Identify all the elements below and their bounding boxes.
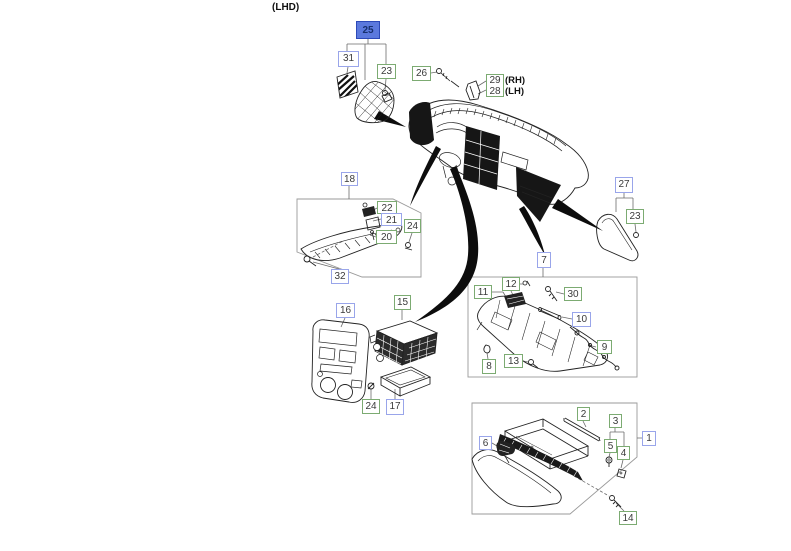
callout-27[interactable]: 27 [615,177,633,193]
callout-30[interactable]: 30 [564,287,582,301]
part-10-pin [538,307,562,320]
callout-23a[interactable]: 23 [377,64,396,79]
part-14-screw [609,495,622,508]
part-16-fascia [311,319,370,403]
callout-23b[interactable]: 23 [626,209,644,224]
callout-3[interactable]: 3 [609,414,622,428]
arrow-to-group-18 [410,146,441,206]
arrow-to-part-27 [552,199,603,231]
part-27-side-panel [596,213,639,262]
arrow-to-dash-left [374,111,406,127]
callout-26[interactable]: 26 [412,66,431,81]
group-18-outline [296,198,422,278]
part-29-28-bracket [465,80,481,101]
defroster-hatch [433,107,557,145]
part-13-screw [528,359,539,369]
callout-10[interactable]: 10 [572,312,591,327]
callout-28[interactable]: 28 [489,86,501,97]
callout-15[interactable]: 15 [394,295,411,310]
part-24a-clip [404,242,413,251]
part-22-21-20-brackets [362,202,381,241]
callout-25[interactable]: 25 [356,21,380,39]
callout-7[interactable]: 7 [537,252,551,268]
callout-17[interactable]: 17 [386,399,404,415]
part-12-clip [522,280,531,287]
center-stack-shaded [463,126,500,190]
callout-1[interactable]: 1 [642,431,656,446]
part-5-bumper [605,456,613,467]
part-25-garnish [354,81,395,124]
part-15-audio-unit [369,320,439,366]
group-7-outline [467,276,638,378]
part-9-harness [569,326,620,371]
part-23b-clip [633,232,639,238]
callout-11[interactable]: 11 [474,285,492,299]
dash-left-end-shaded [409,102,434,146]
callout-24b[interactable]: 24 [362,399,380,414]
callout-28-suffix: (LH) [505,86,524,97]
callout-4[interactable]: 4 [617,446,630,460]
callout-29[interactable]: 29 [489,75,501,86]
callout-13[interactable]: 13 [504,354,523,368]
center-stack-grid [463,130,500,185]
part-7-lower-panel [476,295,608,372]
part-4-clip [616,468,627,479]
part-30-screw [545,286,558,302]
part-17-tray [379,366,432,397]
leader-lines [312,39,642,512]
part-31-grille [336,70,359,99]
callout-24a[interactable]: 24 [404,219,421,233]
callout-9[interactable]: 9 [597,340,612,354]
dash-right-shaded [516,167,561,222]
callout-20[interactable]: 20 [376,230,397,244]
part-1-cover-band [498,434,583,481]
arrow-to-group-7 [519,206,545,255]
part-2-rod [563,417,601,442]
callout-22[interactable]: 22 [377,201,397,214]
callout-12[interactable]: 12 [502,277,520,291]
page-title: (LHD) [272,2,300,13]
callout-31[interactable]: 31 [338,51,359,67]
callout-16[interactable]: 16 [336,303,355,318]
callout-32[interactable]: 32 [331,269,349,284]
part-8-hook [483,344,491,354]
part-32-screw [303,255,317,267]
callout-2[interactable]: 2 [577,407,590,421]
part-23a-clip [381,90,393,103]
callout-21[interactable]: 21 [381,213,402,226]
arrow-to-part-15 [415,166,479,322]
callout-5[interactable]: 5 [604,439,617,453]
callout-18[interactable]: 18 [341,172,358,186]
part-24b-clip [367,382,375,390]
part-glovebox-door [471,449,562,508]
callout-29-28[interactable]: 29 28 [486,74,504,97]
part-11-12-bracket [504,292,526,308]
pointer-arrows [374,111,603,322]
callout-6[interactable]: 6 [479,436,492,450]
callout-29-suffix: (RH) [505,75,526,86]
part-26-screw [436,68,460,88]
callout-8[interactable]: 8 [482,359,496,374]
group-1-outline [471,402,638,515]
part-11-12-bracket-detail [506,295,525,305]
callout-14[interactable]: 14 [619,511,637,525]
group-outlines [296,198,638,515]
